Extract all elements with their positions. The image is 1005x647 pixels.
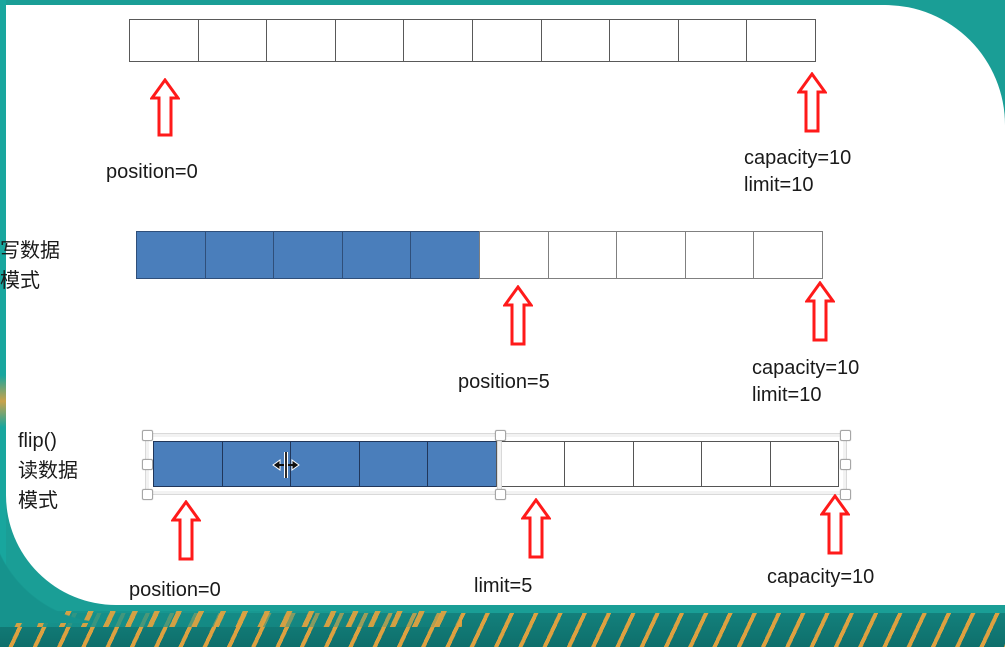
buffer-cell-filled[interactable] [410,231,480,279]
buffer-cell[interactable] [753,231,823,279]
buffer-cell[interactable] [540,19,611,62]
buffer-cell[interactable] [547,231,618,279]
column-resize-cursor [272,452,300,478]
resize-handle-e-2[interactable] [840,459,851,470]
write-mode-label: 写数据 模式 [0,240,60,292]
buffer-cell[interactable] [266,19,336,62]
up-arrow-icon [521,498,551,560]
write-position-label: position=5 [458,371,550,393]
buffer-cell[interactable] [197,19,268,62]
buffer-cell-filled[interactable] [273,231,343,279]
buffer-cell[interactable] [684,231,755,279]
write-capacity-limit-label: capacity=10 limit=10 [752,357,860,406]
buffer-cell[interactable] [478,231,549,279]
resize-handle-se-2[interactable] [840,489,851,500]
up-arrow-icon [805,281,835,343]
buffer-cell[interactable] [471,19,542,62]
buffer-cell[interactable] [334,19,405,62]
slide-bottom-curve [0,503,90,623]
read-mode-buffer-group[interactable] [142,430,851,500]
buffer-cell-filled[interactable] [153,441,223,487]
up-arrow-icon [503,285,533,347]
read-mode-label: flip() 读数据 模式 [18,430,78,512]
initial-capacity-limit-label: capacity=10 limit=10 [744,147,852,196]
read-position-label: position=0 [129,579,221,601]
up-arrow-icon [797,72,827,134]
buffer-cell-filled[interactable] [341,231,412,279]
buffer-cell-filled[interactable] [427,441,497,487]
buffer-cell[interactable] [403,19,473,62]
up-arrow-icon [150,78,180,138]
buffer-cell-filled[interactable] [358,441,428,487]
buffer-cell-filled[interactable] [204,231,275,279]
buffer-cell[interactable] [609,19,679,62]
resize-handle-sw[interactable] [142,489,153,500]
resize-handle-w[interactable] [142,459,153,470]
buffer-cell-filled[interactable] [290,441,360,487]
initial-buffer-row[interactable] [129,19,816,62]
resize-handle-ne[interactable] [495,430,506,441]
slide-left-accent-rail [0,0,6,647]
buffer-cell[interactable] [746,19,816,62]
up-arrow-icon [171,500,201,562]
resize-handle-nw[interactable] [142,430,153,441]
buffer-cell-filled[interactable] [136,231,206,279]
read-capacity-label: capacity=10 [767,566,875,588]
resize-handle-se[interactable] [495,489,506,500]
write-mode-buffer-row[interactable] [136,231,823,279]
buffer-cell[interactable] [632,441,702,487]
buffer-cell[interactable] [129,19,199,62]
initial-position-label: position=0 [106,161,198,183]
buffer-cell[interactable] [564,441,634,487]
buffer-cell[interactable] [677,19,748,62]
buffer-cell[interactable] [769,441,839,487]
read-mode-buffer-row[interactable] [153,441,839,487]
buffer-cell[interactable] [616,231,686,279]
resize-handle-ne-2[interactable] [840,430,851,441]
read-limit-label: limit=5 [474,575,533,597]
slide-bottom-decoration [0,611,1005,647]
up-arrow-icon [820,494,850,556]
buffer-cell[interactable] [495,441,565,487]
buffer-cell[interactable] [701,441,771,487]
